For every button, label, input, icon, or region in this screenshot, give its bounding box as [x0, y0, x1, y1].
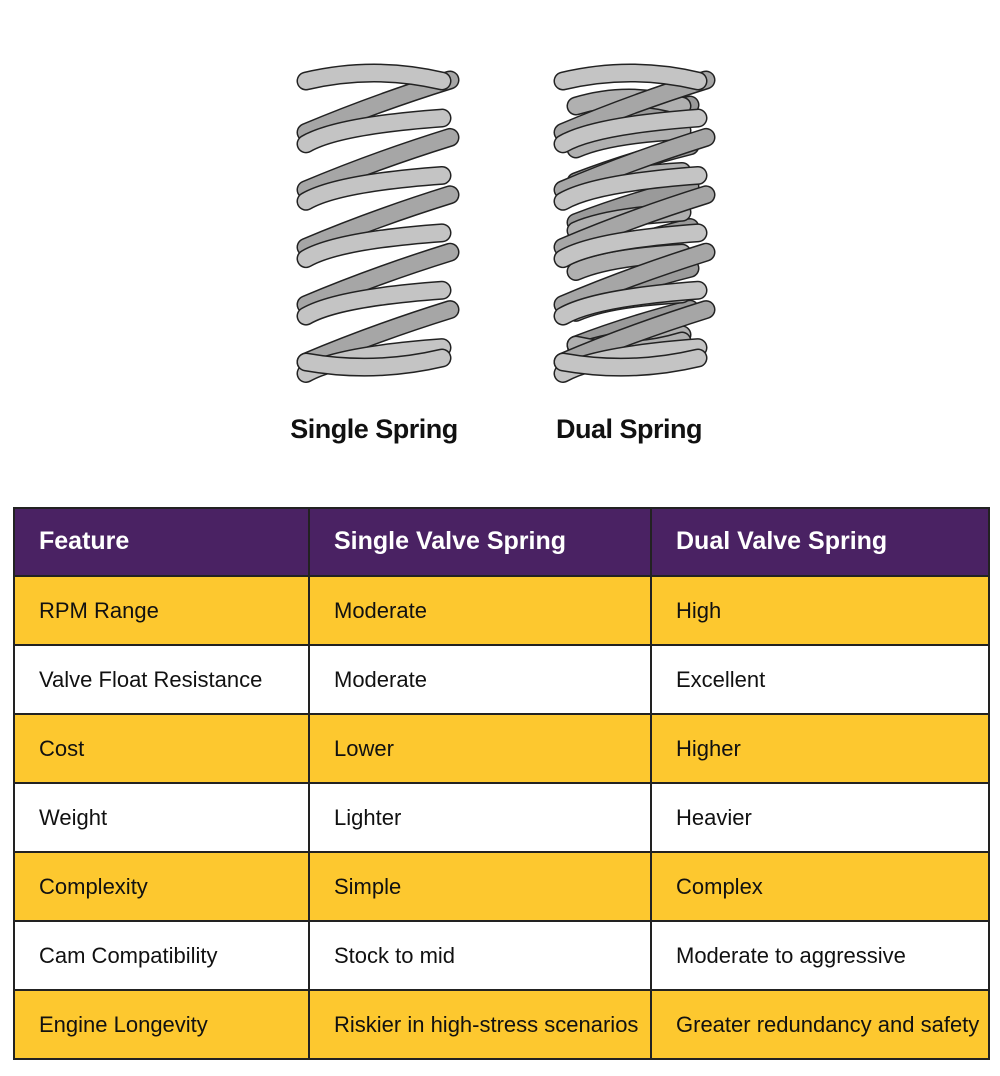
outer-top-ring	[555, 65, 706, 89]
single-front-coil	[298, 167, 450, 210]
cell-dual: Heavier	[650, 782, 990, 853]
inner-front-coil	[568, 122, 690, 157]
cell-dual: Complex	[650, 851, 990, 922]
spring-illustration	[296, 63, 716, 383]
cell-dual: High	[650, 575, 990, 646]
cell-feature: Cost	[13, 713, 310, 784]
outer-front-coil	[555, 110, 706, 152]
outer-back-coil	[555, 186, 714, 256]
cell-feature: Weight	[13, 782, 310, 853]
single-front-coil	[298, 224, 450, 267]
cell-dual: Moderate to aggressive	[650, 920, 990, 991]
cell-feature: RPM Range	[13, 575, 310, 646]
outer-back-coil	[555, 244, 714, 313]
single-back-coil	[298, 244, 458, 313]
cell-dual: Higher	[650, 713, 990, 784]
cell-dual: Excellent	[650, 644, 990, 715]
cell-feature: Engine Longevity	[13, 989, 310, 1060]
single-bottom-ring	[298, 350, 450, 376]
single-back-coil	[298, 186, 458, 256]
header-feature: Feature	[13, 507, 310, 577]
cell-single: Moderate	[308, 575, 652, 646]
comparison-table: Feature Single Valve Spring Dual Valve S…	[13, 507, 990, 1060]
dual-spring-caption: Dual Spring	[555, 414, 703, 444]
single-spring-caption: Single Spring	[290, 414, 458, 444]
cell-single: Moderate	[308, 644, 652, 715]
inner-front-coil	[568, 245, 690, 280]
header-dual: Dual Valve Spring	[650, 507, 990, 577]
table-header-row: Feature Single Valve Spring Dual Valve S…	[13, 507, 990, 577]
cell-dual: Greater redundancy and safety	[650, 989, 990, 1060]
single-spring-drawing	[296, 63, 460, 383]
header-single: Single Valve Spring	[308, 507, 652, 577]
single-back-coil	[298, 129, 458, 198]
cell-single: Lighter	[308, 782, 652, 853]
cell-single: Lower	[308, 713, 652, 784]
outer-front-coil	[555, 224, 706, 267]
cell-single: Simple	[308, 851, 652, 922]
outer-back-coil	[555, 129, 714, 198]
cell-feature: Complexity	[13, 851, 310, 922]
cell-feature: Valve Float Resistance	[13, 644, 310, 715]
cell-feature: Cam Compatibility	[13, 920, 310, 991]
outer-front-coil	[555, 167, 706, 210]
single-front-coil	[298, 110, 450, 152]
outer-bottom-ring	[555, 350, 706, 376]
cell-single: Stock to mid	[308, 920, 652, 991]
single-top-ring	[298, 65, 450, 89]
cell-single: Riskier in high-stress scenarios	[308, 989, 652, 1060]
single-front-coil	[298, 282, 450, 325]
dual-spring-drawing	[553, 63, 716, 383]
outer-front-coil	[555, 282, 706, 325]
